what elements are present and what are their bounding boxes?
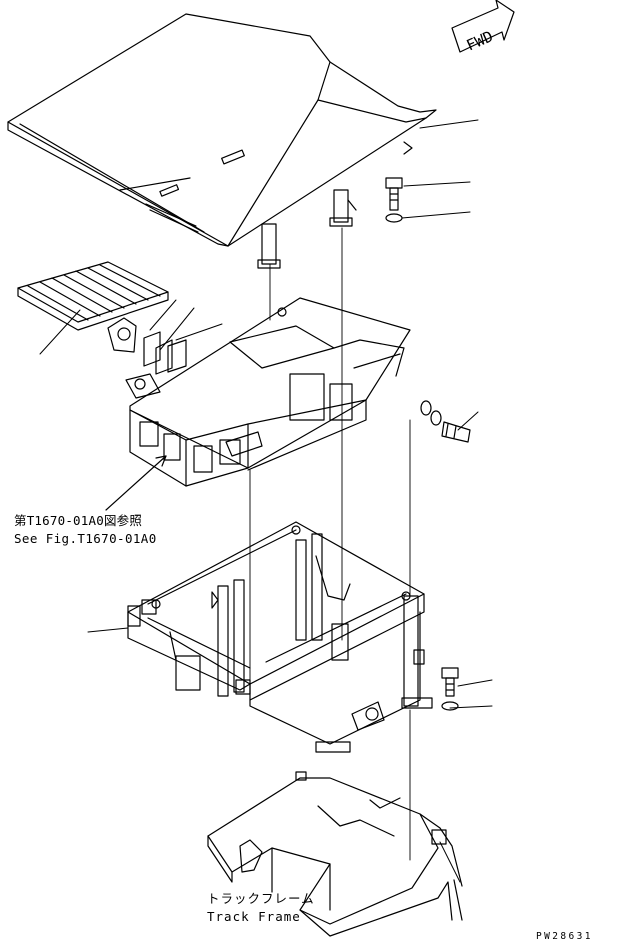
cover-plate bbox=[7, 13, 437, 247]
drawing-code: PW28631 bbox=[536, 931, 593, 942]
shim-plates bbox=[107, 317, 187, 375]
fwd-arrow-text: FWD bbox=[464, 27, 496, 54]
side-bolts bbox=[420, 400, 471, 443]
track-frame-label-japanese: トラックフレーム bbox=[207, 891, 315, 906]
leader-lines bbox=[39, 119, 493, 883]
washer-lower bbox=[441, 701, 459, 711]
bolt-upper bbox=[385, 177, 403, 211]
main-frame bbox=[127, 521, 433, 753]
reference-note-english: See Fig.T1670-01A0 bbox=[14, 531, 157, 546]
track-frame bbox=[207, 771, 463, 937]
grille-screen bbox=[17, 261, 169, 331]
fwd-arrow-icon: FWD bbox=[451, 0, 515, 55]
upper-mount-frame bbox=[125, 297, 411, 487]
reference-arrow-icon bbox=[105, 455, 167, 511]
washer-upper bbox=[385, 213, 403, 223]
reference-note-japanese: 第T1670-01A0図参照 bbox=[14, 513, 143, 528]
bolt-lower bbox=[441, 667, 459, 697]
track-frame-label-english: Track Frame bbox=[207, 909, 301, 924]
cover-support-legs bbox=[257, 189, 357, 269]
alignment-lines bbox=[249, 227, 411, 861]
